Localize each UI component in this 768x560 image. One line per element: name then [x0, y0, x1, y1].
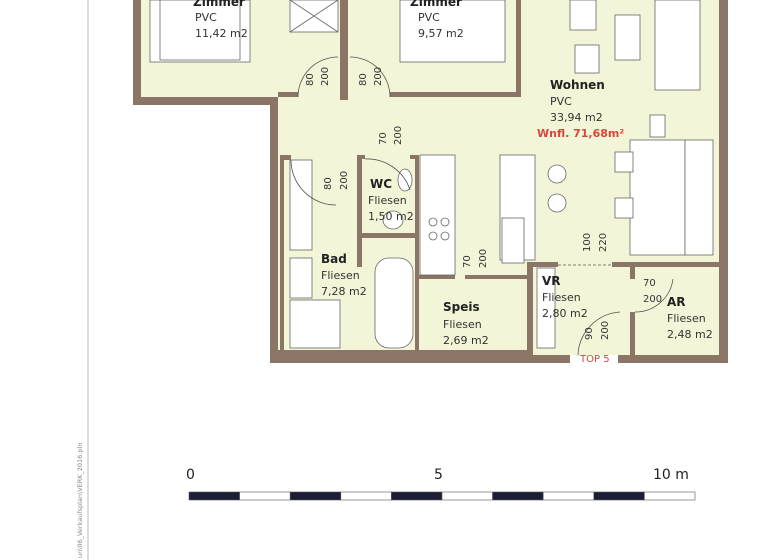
door-dim: 200: [339, 171, 350, 190]
svg-text:PVC: PVC: [550, 95, 572, 108]
svg-text:Fliesen: Fliesen: [443, 318, 482, 331]
scale-segment: [644, 491, 696, 501]
scale-segment: [391, 491, 443, 501]
door-dim: 80: [358, 73, 369, 86]
scale-segment: [239, 491, 291, 501]
svg-text:Fliesen: Fliesen: [542, 291, 581, 304]
scale-segment: [289, 491, 342, 501]
svg-text:AR: AR: [667, 295, 686, 309]
door-dim: 200: [478, 249, 489, 268]
svg-text:Fliesen: Fliesen: [321, 269, 360, 282]
scale-label-10: 10 m: [653, 467, 689, 483]
svg-text:PVC: PVC: [195, 11, 217, 24]
svg-text:PVC: PVC: [418, 11, 440, 24]
outer-walls: [133, 0, 728, 363]
door-dim: 70: [378, 132, 389, 145]
svg-text:VR: VR: [542, 274, 561, 288]
room-wc: WC Fliesen 1,50 m2: [368, 177, 414, 223]
svg-text:2,69 m2: 2,69 m2: [443, 334, 489, 347]
furniture: [149, 0, 714, 349]
room-wohnen: Wohnen PVC 33,94 m2 Wnfl. 71,68m²: [537, 78, 624, 140]
svg-text:Bad: Bad: [321, 252, 347, 266]
svg-text:33,94 m2: 33,94 m2: [550, 111, 603, 124]
svg-text:Zimmer: Zimmer: [410, 0, 462, 9]
svg-text:Speis: Speis: [443, 300, 480, 314]
room-ar: AR Fliesen 2,48 m2: [667, 295, 713, 341]
svg-text:9,57 m2: 9,57 m2: [418, 27, 464, 40]
door-swings: [290, 56, 674, 356]
scale-segment: [441, 491, 493, 501]
door-dim: 200: [320, 67, 331, 86]
door-dim: 200: [393, 126, 404, 145]
svg-text:WC: WC: [370, 177, 392, 191]
scale-segment: [593, 491, 645, 501]
room-zimmer-1: Zimmer PVC 11,42 m2: [193, 0, 248, 40]
scale-segment: [188, 491, 240, 501]
svg-text:Fliesen: Fliesen: [368, 194, 407, 207]
door-dim: 200: [643, 294, 662, 305]
svg-text:2,48 m2: 2,48 m2: [667, 328, 713, 341]
door-dim: 80: [323, 177, 334, 190]
scale-bar: [188, 491, 696, 501]
inner-walls: [278, 0, 719, 355]
room-bad: Bad Fliesen 7,28 m2: [321, 252, 367, 298]
svg-text:7,28 m2: 7,28 m2: [321, 285, 367, 298]
svg-text:Zimmer: Zimmer: [193, 0, 245, 9]
door-dim: 90: [584, 327, 595, 340]
scale-label-0: 0: [186, 467, 195, 483]
door-dim: 200: [373, 67, 384, 86]
scale-segment: [492, 491, 544, 501]
room-vr: VR Fliesen 2,80 m2: [542, 274, 588, 320]
room-speis: Speis Fliesen 2,69 m2: [443, 300, 489, 347]
svg-text:Wohnen: Wohnen: [550, 78, 605, 92]
door-dim: 220: [598, 233, 609, 252]
unit-label: TOP 5: [579, 354, 610, 365]
svg-text:1,50 m2: 1,50 m2: [368, 210, 414, 223]
scale-segment: [340, 491, 392, 501]
scale-label-5: 5: [434, 467, 443, 483]
file-path: un\06_Verkaufsplan\VERK_2016.pln: [76, 443, 84, 558]
svg-text:Fliesen: Fliesen: [667, 312, 706, 325]
total-area: Wnfl. 71,68m²: [537, 127, 624, 140]
door-dim: 200: [600, 321, 611, 340]
door-dim: 100: [582, 233, 593, 252]
door-dim: 80: [305, 73, 316, 86]
door-dim: 70: [643, 278, 656, 289]
door-dim: 70: [462, 255, 473, 268]
room-zimmer-2: Zimmer PVC 9,57 m2: [410, 0, 464, 40]
svg-text:2,80 m2: 2,80 m2: [542, 307, 588, 320]
svg-text:11,42 m2: 11,42 m2: [195, 27, 248, 40]
scale-segment: [542, 491, 595, 501]
